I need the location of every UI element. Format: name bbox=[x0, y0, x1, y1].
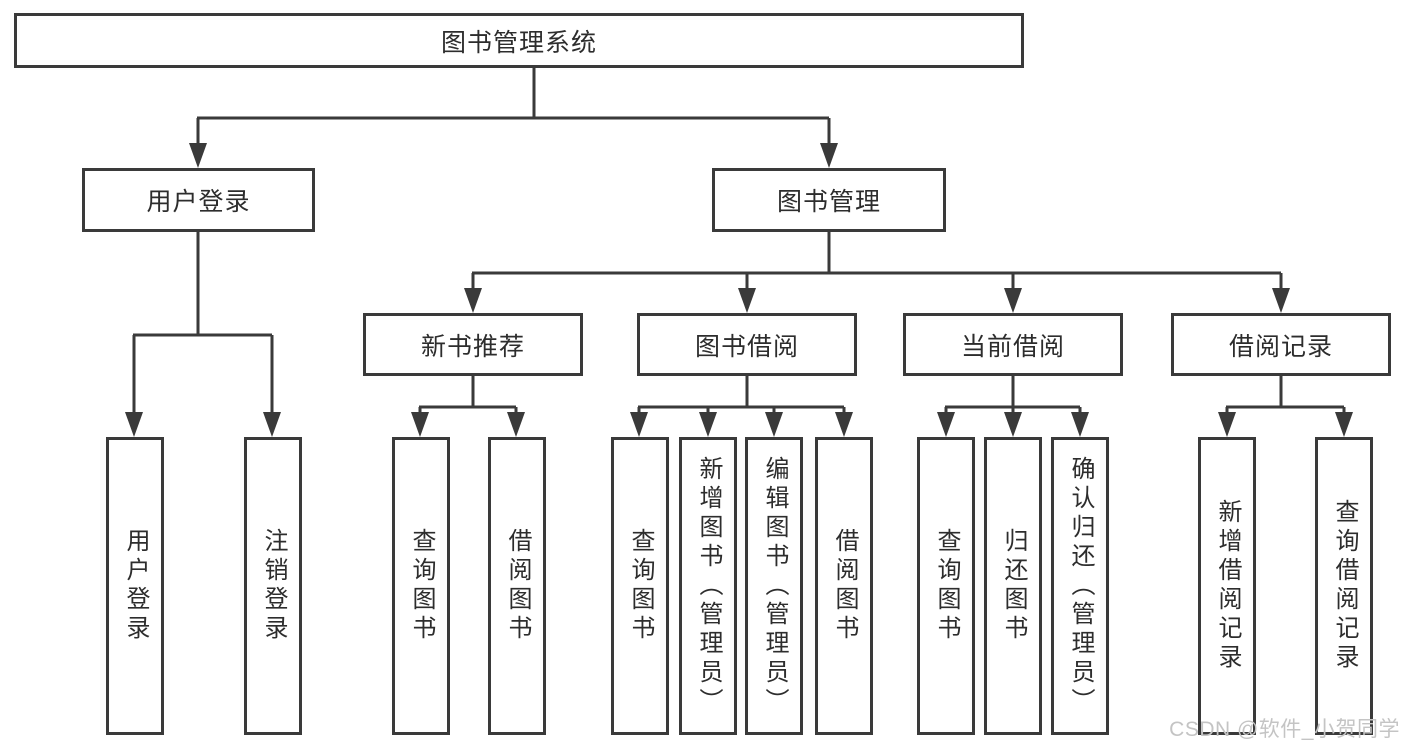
node-label: 当前借阅 bbox=[960, 332, 1065, 361]
node-user-login-leaf: 用户登录 bbox=[106, 437, 164, 735]
node-borrow-books-2: 借阅图书 bbox=[815, 437, 873, 735]
node-label: 用户登录 bbox=[122, 528, 149, 644]
node-label: 查询图书 bbox=[627, 528, 654, 644]
node-confirm-return-admin: 确认归还（管理员） bbox=[1051, 437, 1109, 735]
node-book-borrowing: 图书借阅 bbox=[637, 313, 857, 376]
node-query-books-1: 查询图书 bbox=[392, 437, 450, 735]
csdn-watermark: CSDN @软件_小贺同学 bbox=[1169, 718, 1400, 741]
node-label: 查询图书 bbox=[408, 528, 435, 644]
node-edit-book-admin: 编辑图书（管理员） bbox=[745, 437, 803, 735]
node-add-borrow-record: 新增借阅记录 bbox=[1198, 437, 1256, 735]
node-label: 编辑图书（管理员） bbox=[761, 455, 788, 717]
node-label: 查询借阅记录 bbox=[1331, 499, 1358, 673]
node-label: 用户登录 bbox=[146, 188, 251, 216]
node-book-management: 图书管理 bbox=[712, 168, 946, 232]
node-return-book: 归还图书 bbox=[984, 437, 1042, 735]
node-query-books-3: 查询图书 bbox=[917, 437, 975, 735]
node-label: 确认归还（管理员） bbox=[1067, 455, 1094, 717]
node-borrowing-records: 借阅记录 bbox=[1171, 313, 1391, 376]
node-add-book-admin: 新增图书（管理员） bbox=[679, 437, 737, 735]
node-borrow-books-1: 借阅图书 bbox=[488, 437, 546, 735]
node-user-login-branch: 用户登录 bbox=[82, 168, 315, 232]
node-root-system: 图书管理系统 bbox=[14, 13, 1024, 68]
arrowheads bbox=[125, 143, 1353, 437]
node-query-books-2: 查询图书 bbox=[611, 437, 669, 735]
node-label: 借阅图书 bbox=[831, 528, 858, 644]
node-label: 图书管理 bbox=[776, 188, 881, 216]
node-new-book-recommend: 新书推荐 bbox=[363, 313, 583, 376]
node-label: 借阅记录 bbox=[1228, 332, 1333, 361]
node-label: 新增借阅记录 bbox=[1214, 499, 1241, 673]
node-logout: 注销登录 bbox=[244, 437, 302, 735]
node-label: 图书借阅 bbox=[694, 332, 799, 361]
node-label: 查询图书 bbox=[933, 528, 960, 644]
node-label: 新增图书（管理员） bbox=[695, 455, 722, 717]
node-label: 借阅图书 bbox=[504, 528, 531, 644]
node-label: 注销登录 bbox=[260, 528, 287, 644]
node-label: 新书推荐 bbox=[420, 332, 525, 361]
node-label: 图书管理系统 bbox=[440, 28, 597, 57]
node-query-borrow-record: 查询借阅记录 bbox=[1315, 437, 1373, 735]
node-current-borrowing: 当前借阅 bbox=[903, 313, 1123, 376]
node-label: 归还图书 bbox=[1000, 528, 1027, 644]
